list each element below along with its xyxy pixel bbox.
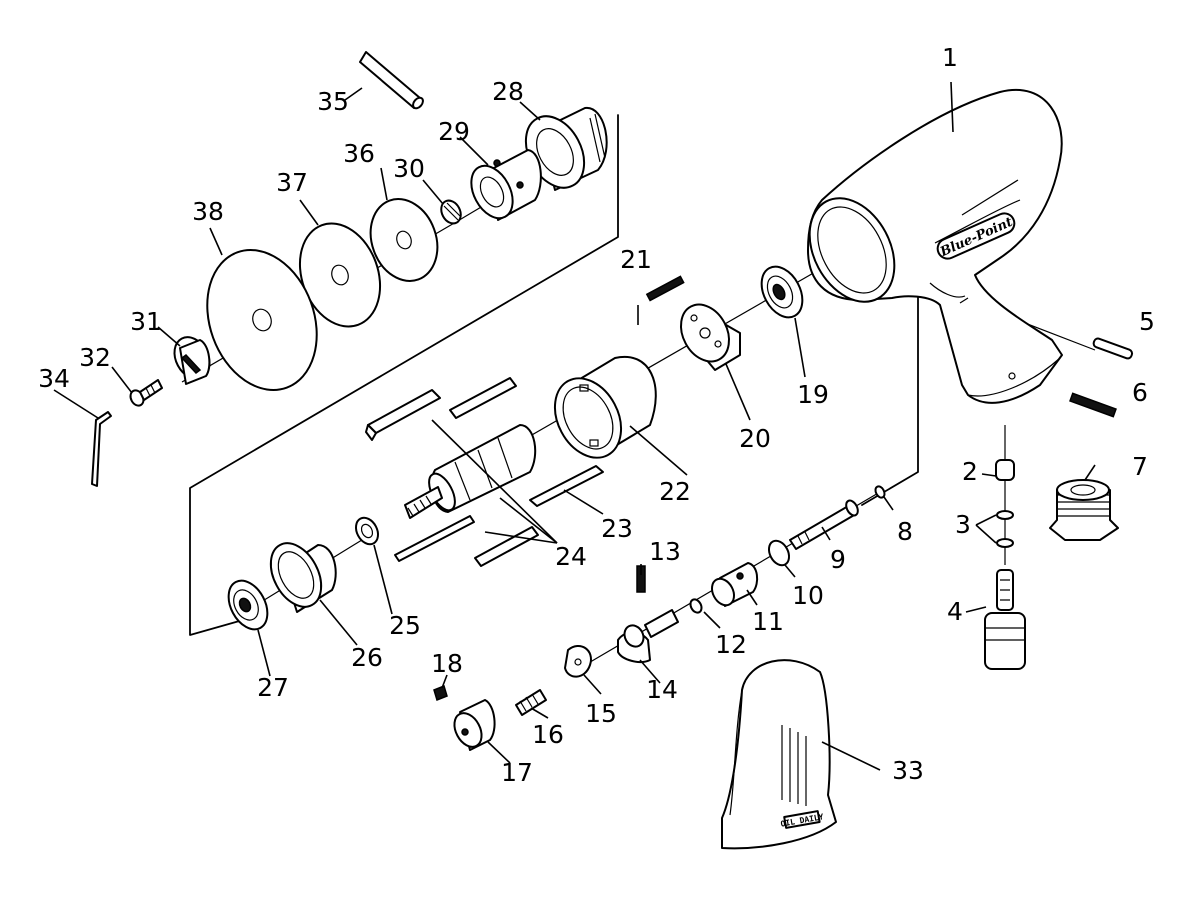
- callout-22: 22: [659, 477, 691, 506]
- spring-part-16: [515, 689, 547, 716]
- callout-16: 16: [532, 720, 564, 749]
- callout-9: 9: [830, 545, 846, 574]
- disc-part-38: [206, 249, 318, 391]
- washer-part-15: [564, 645, 592, 678]
- rotor-part-24: [404, 424, 537, 519]
- callout-11: 11: [752, 607, 784, 636]
- throttle-part-14: [617, 609, 679, 663]
- valve-stem-part-9: [789, 499, 859, 550]
- callout-38: 38: [192, 197, 224, 226]
- cylinder-part-22: [553, 355, 657, 459]
- oring-part-12: [689, 598, 703, 614]
- callout-4: 4: [947, 597, 963, 626]
- head-assembly-frame: [189, 114, 619, 636]
- collet-body-part-29: [470, 149, 542, 221]
- callout-25: 25: [389, 611, 421, 640]
- callout-13: 13: [649, 537, 681, 566]
- bearing-part-27: [227, 579, 269, 631]
- screw-part-32: [129, 379, 163, 407]
- callout-17: 17: [501, 758, 533, 787]
- callout-27: 27: [257, 673, 289, 702]
- callout-26: 26: [351, 643, 383, 672]
- valve-sleeve-part-11: [710, 562, 759, 607]
- valve-assembly-line: [861, 294, 919, 506]
- callout-37: 37: [276, 168, 308, 197]
- mandrel-head-part-31: [173, 336, 211, 385]
- callout-33: 33: [892, 756, 924, 785]
- spring-part-13: [636, 565, 646, 593]
- bushing-part-7: [1049, 479, 1119, 541]
- inlet-fitting-parts: [984, 425, 1026, 670]
- callout-30: 30: [393, 154, 425, 183]
- callout-5: 5: [1139, 307, 1155, 336]
- callout-28: 28: [492, 77, 524, 106]
- callout-35: 35: [317, 87, 349, 116]
- callout-14: 14: [646, 675, 678, 704]
- grip-sleeve-part: OIL DAILY: [721, 659, 837, 850]
- callout-15: 15: [585, 699, 617, 728]
- callout-2: 2: [962, 457, 978, 486]
- callout-21: 21: [620, 245, 652, 274]
- housing-part: Blue-Point: [807, 89, 1063, 404]
- callout-1: 1: [942, 43, 958, 72]
- set-screw-part-18: [433, 684, 448, 702]
- callout-24: 24: [555, 542, 587, 571]
- end-ring-part-26: [269, 542, 337, 613]
- callout-labels: 1 2 3 4 5 6 7 8 9 10 11 12 13 14 15 16 1…: [38, 43, 1155, 787]
- oring-part-8: [874, 485, 886, 499]
- callout-36: 36: [343, 139, 375, 168]
- callout-6: 6: [1132, 378, 1148, 407]
- callout-8: 8: [897, 517, 913, 546]
- bearing-part-19: [760, 265, 804, 319]
- callout-23: 23: [601, 514, 633, 543]
- callout-31: 31: [130, 307, 162, 336]
- oring-part-10: [767, 539, 791, 567]
- pin-part-35: [359, 51, 424, 110]
- callout-10: 10: [792, 581, 824, 610]
- callout-3: 3: [955, 510, 971, 539]
- callout-34: 34: [38, 364, 70, 393]
- callout-20: 20: [739, 424, 771, 453]
- hex-key-part-34: [91, 411, 112, 487]
- trigger-part-17: [453, 699, 496, 751]
- pin-part-6: [1069, 392, 1117, 418]
- disc-part-36: [369, 198, 439, 282]
- callout-18: 18: [431, 649, 463, 678]
- spacer-part-25: [354, 516, 380, 546]
- vane-parts-23: [365, 377, 604, 567]
- end-plate-part-20: [680, 303, 741, 371]
- callout-12: 12: [715, 630, 747, 659]
- collet-nut-part-30: [440, 199, 462, 225]
- leader-lines: [53, 81, 1096, 771]
- key-part-21: [645, 275, 685, 302]
- callout-7: 7: [1132, 452, 1148, 481]
- callout-29: 29: [438, 117, 470, 146]
- pin-part-5: [1092, 337, 1134, 360]
- callout-19: 19: [797, 380, 829, 409]
- callout-32: 32: [79, 343, 111, 372]
